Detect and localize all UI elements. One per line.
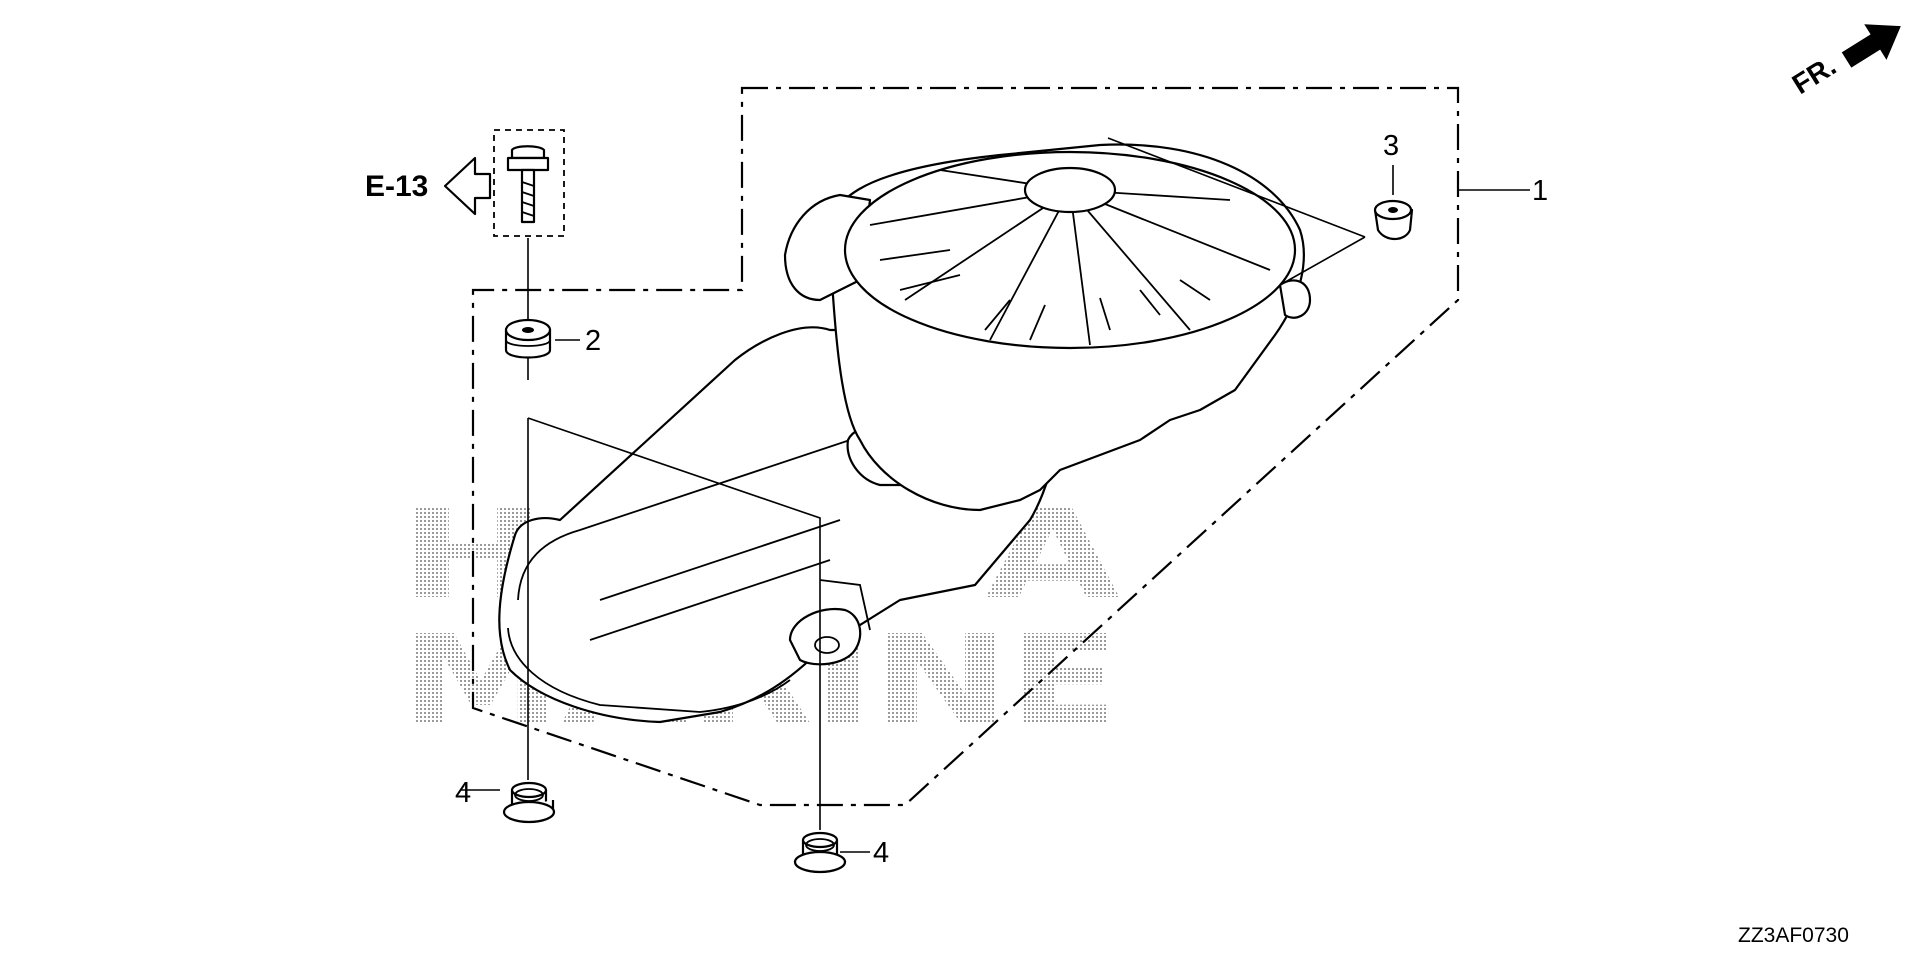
front-direction-arrow-icon: [1841, 24, 1901, 68]
reference-label[interactable]: E-13: [365, 170, 428, 203]
callout-3: 3: [1383, 130, 1399, 162]
front-label: FR.: [1787, 50, 1842, 100]
assembly-boundary: [471, 86, 1460, 807]
grommet-part-3: [1373, 199, 1414, 241]
front-indicator: FR.: [1787, 24, 1901, 100]
callout-4-left: 4: [455, 777, 471, 809]
bolt: [493, 129, 565, 237]
callout-1: 1: [1532, 175, 1548, 207]
leader-lines: [527, 137, 1530, 830]
callout-4-right: 4: [873, 837, 889, 869]
recoil-starter-cover: [498, 143, 1312, 724]
reference-e13[interactable]: E-13: [365, 156, 492, 216]
hollow-left-arrow-icon: [443, 156, 492, 216]
callout-2: 2: [585, 325, 601, 357]
grommet-part-2: [504, 318, 552, 359]
collar-left: [502, 781, 556, 824]
collar-right: [793, 831, 847, 874]
diagram-code: ZZ3AF0730: [1738, 924, 1849, 947]
